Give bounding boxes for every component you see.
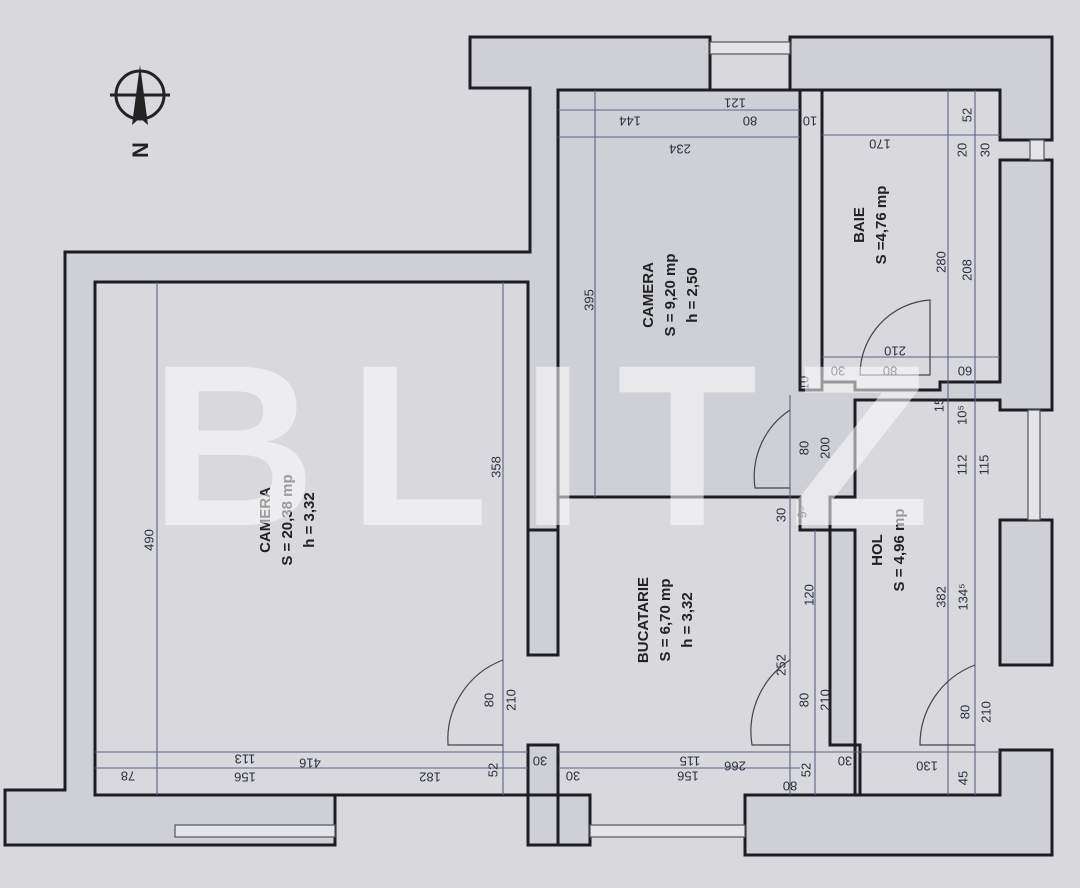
dimension-label: 266: [724, 759, 746, 774]
door-small-camera: [753, 409, 791, 489]
room-bucatarie: BUCATARIE S = 6,70 mp h = 3,32: [635, 577, 696, 663]
dimension-label: 416: [299, 756, 321, 771]
door-entrance: [919, 664, 976, 746]
dimension-label: 395: [581, 289, 596, 311]
dimension-label: 280: [933, 251, 948, 273]
dimension-label: 30: [533, 754, 547, 769]
dimension-label: 80: [743, 114, 757, 129]
door-bathroom: [859, 299, 931, 376]
north-label: N: [128, 142, 153, 158]
dimension-labels: 121 144 80 10 234 395 52 170 20 30 280 208 210 30 80 60…: [121, 96, 994, 794]
room-name: HOL: [869, 534, 886, 566]
dimension-label: 156: [677, 769, 699, 784]
door-kitchen: [750, 659, 791, 746]
room-camera-large: CAMERA S = 20,38 mp h = 3,32: [257, 474, 318, 565]
dimension-label: 45: [955, 771, 970, 785]
wall-kitchen-left: [526, 528, 560, 657]
room-name: CAMERA: [640, 262, 657, 328]
walls: [3, 35, 1054, 857]
dimension-label: 382: [933, 586, 948, 608]
dimension-label: 80: [883, 364, 897, 379]
dimension-label: 358: [488, 456, 503, 478]
dimension-label: 120: [801, 584, 816, 606]
dimension-label: 200: [817, 437, 832, 459]
room-hol: HOL S = 4,96 mp: [869, 509, 908, 592]
room-baie: BAIE S =4,76 mp: [851, 186, 890, 265]
dimension-label: 30: [831, 364, 845, 379]
dimension-label: 9⁵: [794, 506, 809, 519]
dimension-label: 210: [817, 689, 832, 711]
dimension-label: 490: [141, 529, 156, 551]
dimension-lines: [95, 90, 1000, 795]
door-camera: [447, 659, 504, 746]
dimension-label: 15: [931, 398, 946, 412]
dimension-label: 78: [121, 769, 135, 784]
dimension-label: 208: [959, 259, 974, 281]
dimension-label: 52: [485, 763, 500, 777]
dimension-label: 134⁵: [955, 583, 970, 610]
dimension-label: 252: [773, 654, 788, 676]
doors: [447, 299, 976, 746]
dimension-label: 30: [566, 769, 580, 784]
dimension-label: 52: [959, 108, 974, 122]
wall-right-middle: [998, 518, 1054, 667]
dimension-label: 80: [783, 779, 797, 794]
north-arrow-icon: N: [110, 65, 170, 158]
dimension-label: 156: [234, 770, 256, 785]
dimension-label: 170: [869, 137, 891, 152]
dimension-label: 130: [916, 759, 938, 774]
dimension-label: 10: [796, 376, 811, 390]
dimension-label: 80: [796, 693, 811, 707]
dimension-label: 80: [481, 693, 496, 707]
wall-bottom-middle: [526, 793, 592, 847]
dimension-label: 113: [235, 752, 256, 767]
dimension-label: 30: [977, 143, 992, 157]
room-area: S = 9,20 mp: [662, 254, 679, 337]
room-name: BAIE: [851, 207, 868, 243]
window-bottom-left: [174, 824, 336, 838]
wall-bottom-right: [743, 743, 1054, 857]
window-bottom-middle: [589, 824, 746, 838]
room-height: h = 2,50: [684, 267, 701, 322]
dimension-label: 121: [724, 96, 746, 111]
room-camera-small: CAMERA S = 9,20 mp h = 2,50: [640, 254, 701, 337]
window-top: [709, 41, 791, 55]
watermark-logo: BLITZ: [150, 317, 930, 574]
dimension-label: 115: [680, 754, 701, 769]
dimension-label: 60: [958, 364, 972, 379]
room-area: S = 6,70 mp: [657, 579, 674, 662]
room-area: S =4,76 mp: [873, 186, 890, 265]
dimension-label: 10: [803, 114, 817, 129]
dimension-label: 210: [978, 701, 993, 723]
dimension-label: 144: [619, 114, 641, 129]
room-area: S = 4,96 mp: [891, 509, 908, 592]
wall-top-right: [556, 35, 1054, 747]
dimension-label: 182: [419, 770, 441, 785]
room-name: CAMERA: [257, 487, 274, 553]
window-right: [1027, 409, 1041, 521]
dimension-label: 210: [884, 344, 906, 359]
dimension-label: 80: [796, 441, 811, 455]
dimension-label: 112: [954, 455, 969, 476]
dimension-label: 115: [976, 455, 991, 476]
room-area: S = 20,38 mp: [279, 474, 296, 565]
dimension-label: 234: [669, 142, 691, 157]
room-name: BUCATARIE: [635, 577, 652, 663]
dimension-label: 30: [773, 508, 788, 522]
dimension-label: 80: [957, 705, 972, 719]
room-height: h = 3,32: [679, 592, 696, 647]
dimension-label: 30: [838, 754, 852, 769]
window-bathroom: [1029, 139, 1045, 161]
dimension-label: 52: [798, 763, 813, 777]
dimension-label: 20: [954, 143, 969, 157]
room-height: h = 3,32: [301, 492, 318, 547]
dimension-label: 210: [503, 689, 518, 711]
dimension-label: 10⁵: [954, 405, 969, 425]
